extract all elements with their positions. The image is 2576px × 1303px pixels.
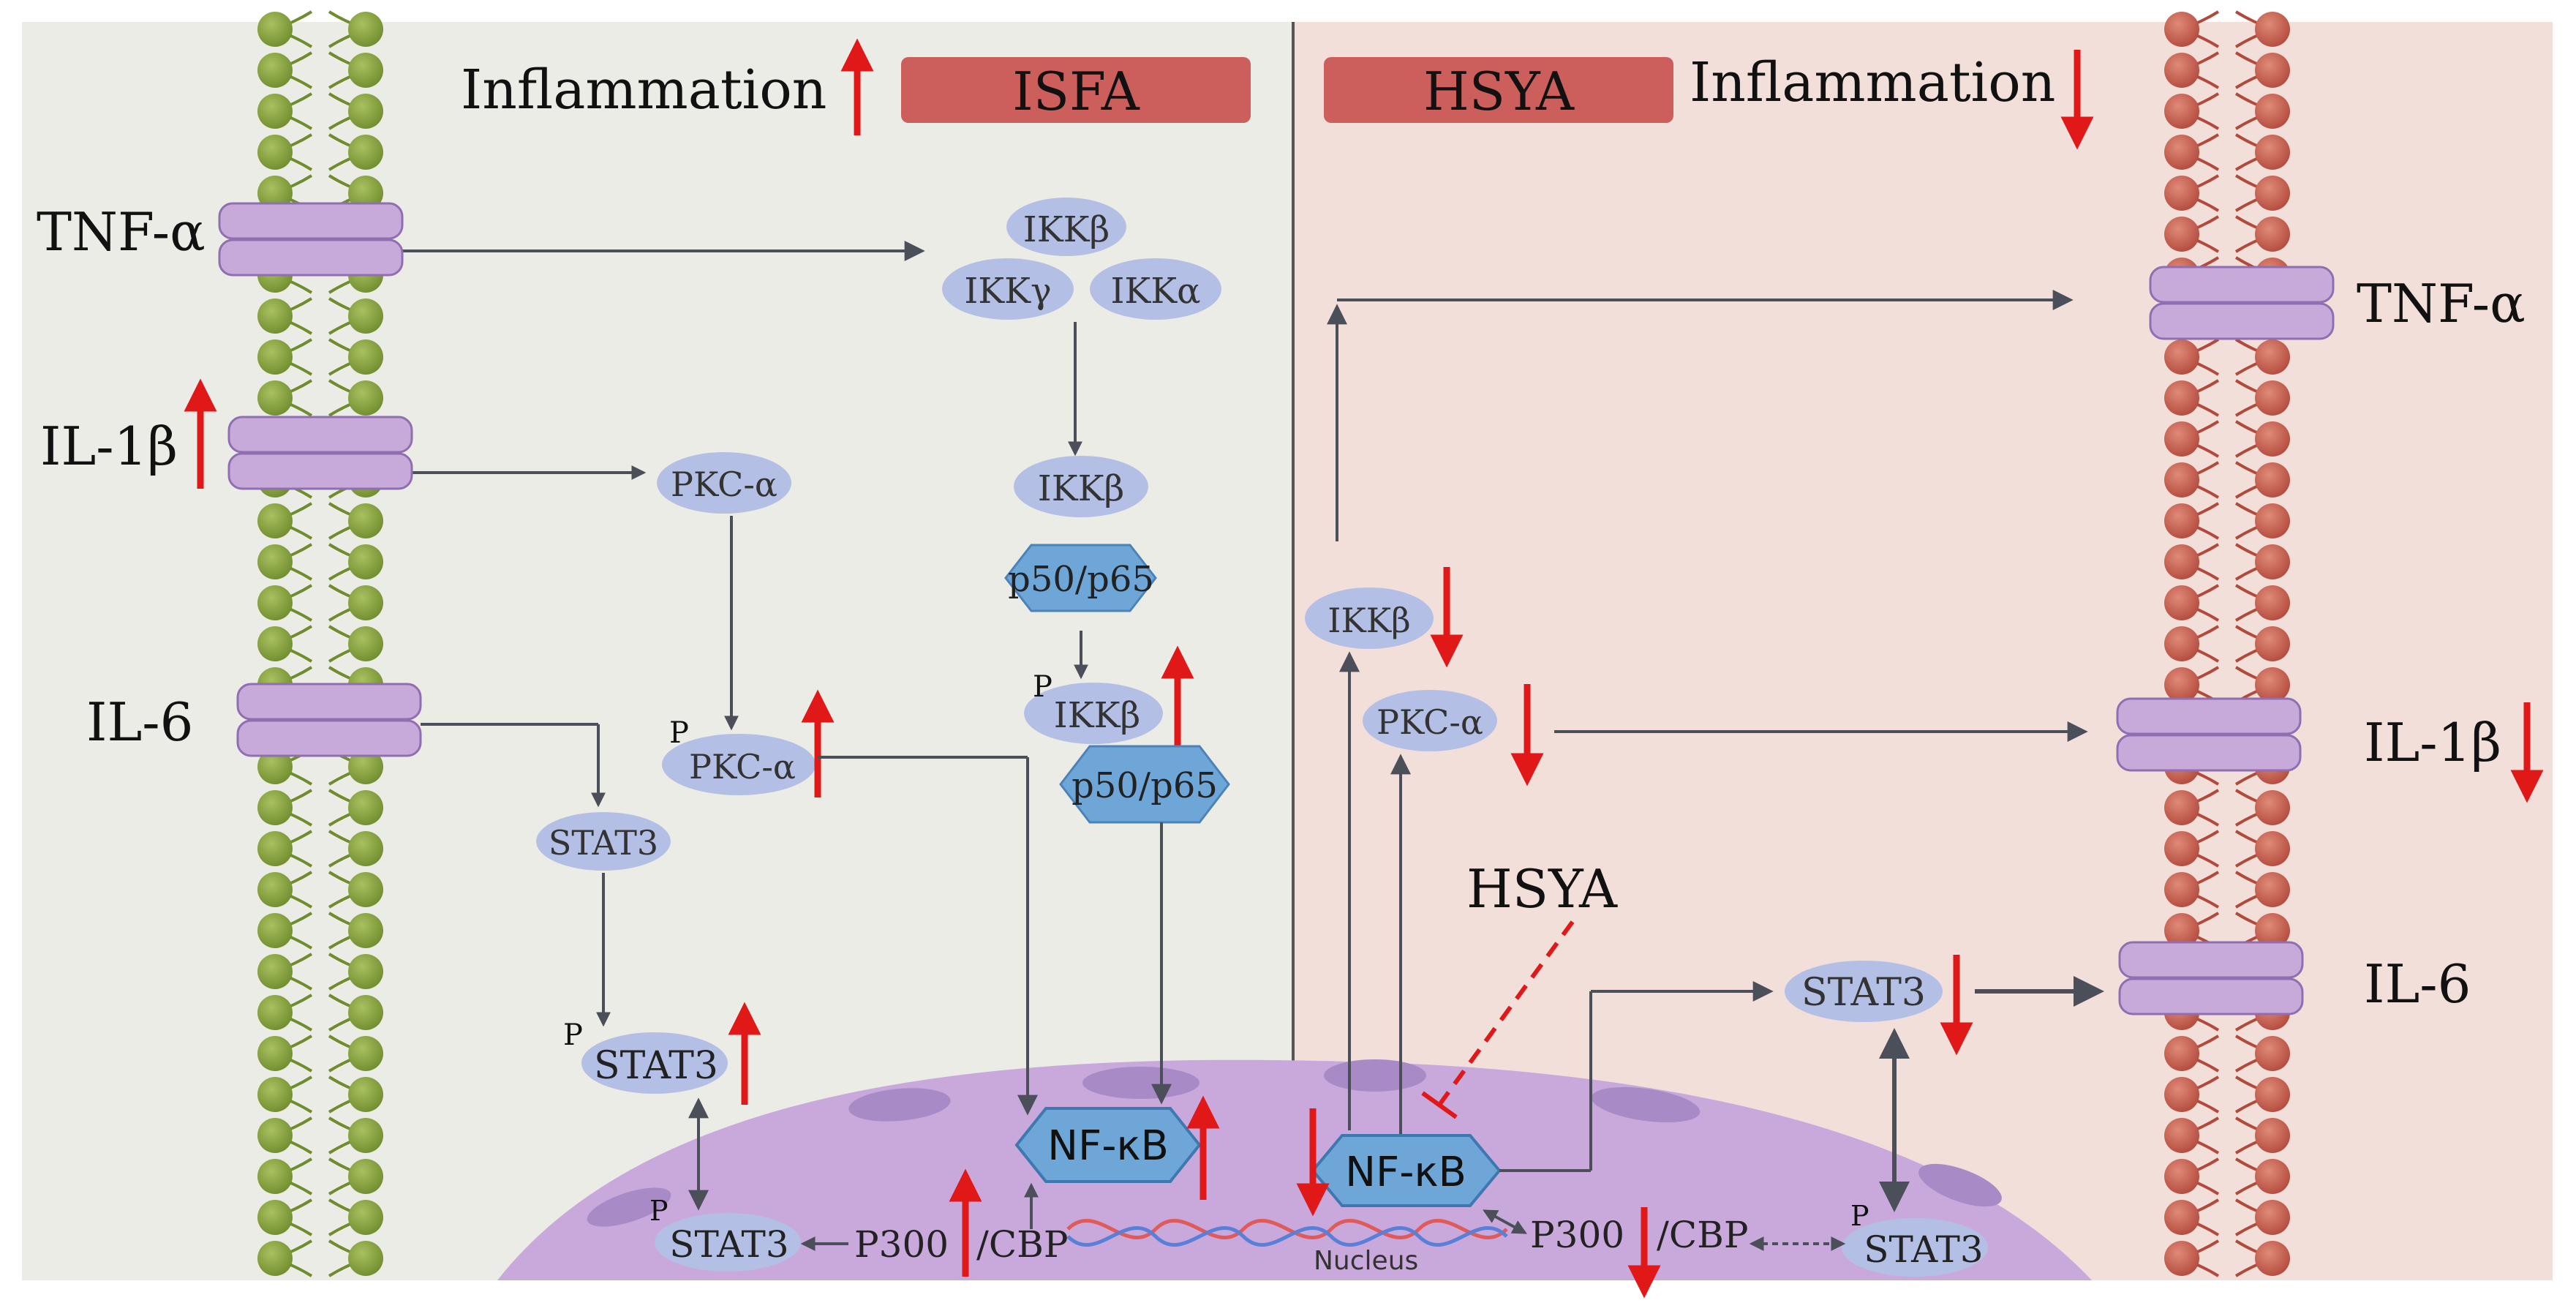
nucleus-label: Nucleus (1314, 1246, 1418, 1276)
ikka-label: IKKα (1110, 271, 1200, 312)
left-inflammation-heading: Inflammation (461, 59, 826, 121)
isfa-banner-label: ISFA (1012, 61, 1140, 122)
ikkb-label-right: IKKβ (1327, 601, 1411, 640)
ppkca-label: PKC-α (689, 747, 796, 786)
ikka-node (1090, 258, 1221, 320)
p300-label-right: P300 (1530, 1214, 1624, 1256)
stat3-label-right: STAT3 (1801, 971, 1926, 1015)
pstat3-label-left: STAT3 (594, 1044, 718, 1088)
pstat3-label-right: STAT3 (1864, 1228, 1983, 1271)
il6-receptor-right (2118, 941, 2304, 1015)
il1b-label-right: IL-1β (2364, 712, 2501, 773)
p300-label-left: P300 (854, 1223, 949, 1266)
ikkb-phospho-mark: P (1033, 670, 1052, 704)
ppkca-phospho-mark: P (669, 716, 689, 750)
hsya-inhibition-bar (1421, 1091, 1458, 1119)
pkca-node-left (657, 452, 791, 514)
pstat3-phospho-mark-right: P (1850, 1200, 1869, 1232)
pstat3-phospho-mark: P (563, 1018, 583, 1052)
il6-label-right: IL-6 (2364, 953, 2471, 1015)
tnf-receptor-left (218, 202, 404, 277)
cbp-label-right: /CBP (1657, 1214, 1749, 1256)
p50p65-hexagon-b (1059, 745, 1230, 824)
right-inflammation-heading: Inflammation (1690, 51, 2055, 114)
right-pathway-arrows (1327, 290, 2104, 1251)
nfkb-label-left: NF-κB (1047, 1122, 1169, 1170)
pstat3-node-left (581, 1032, 728, 1094)
ikkb-top-node (1006, 198, 1126, 256)
ikkg-label: IKKγ (964, 271, 1051, 312)
stat3-label-left: STAT3 (549, 823, 658, 863)
pstat3-nuclear-label-left: STAT3 (669, 1223, 788, 1266)
ikkb-node-right (1305, 587, 1434, 649)
left-pathway-arrows (402, 241, 1172, 1251)
isfa-banner (901, 57, 1251, 123)
nfkb-hexagon-left (1014, 1107, 1202, 1183)
pstat3-node-right (1842, 1218, 1988, 1277)
p50p65-label-a: p50/p65 (1008, 559, 1154, 600)
ikkb-top-label: IKKβ (1023, 209, 1110, 250)
il1b-receptor-right (2116, 697, 2302, 772)
il6-receptor-left (236, 683, 422, 757)
p50p65-label-b: p50/p65 (1072, 765, 1218, 806)
pkca-label-left: PKC-α (671, 465, 777, 504)
pstat3-nuclear-phospho-mark: P (649, 1195, 669, 1227)
il1b-label-left: IL-1β (40, 416, 178, 477)
hsya-banner-label: HSYA (1423, 61, 1575, 122)
tnf-label-right: TNF-α (2357, 273, 2526, 334)
stat3-node-right (1785, 961, 1943, 1022)
ppkca-node (662, 734, 816, 795)
pkca-node-right (1363, 690, 1497, 751)
ikkb-mid-label: IKKβ (1038, 468, 1124, 509)
tnf-label-left: TNF-α (37, 201, 206, 263)
ikkg-node (942, 258, 1074, 320)
tnf-receptor-right (2149, 266, 2335, 340)
ikkb-mid-node (1014, 456, 1148, 517)
cbp-label-left: /CBP (976, 1223, 1069, 1266)
pstat3-nuclear-node-left (655, 1213, 801, 1272)
nfkb-label-right: NF-κB (1345, 1149, 1466, 1196)
pkca-label-right: PKC-α (1376, 702, 1483, 742)
stat3-node-left (536, 812, 671, 871)
hsya-banner (1324, 57, 1673, 123)
hsya-inhibition-line (1437, 920, 1575, 1106)
ikkb-phospho-label: IKKβ (1054, 695, 1140, 736)
p50p65-hexagon-a (1004, 544, 1157, 612)
il1b-receptor-left (227, 416, 413, 490)
nucleus (497, 1059, 2092, 1280)
hsya-inhibitor-label: HSYA (1466, 858, 1618, 920)
ikkb-phospho-node (1024, 683, 1163, 744)
il6-label-left: IL-6 (86, 691, 193, 753)
